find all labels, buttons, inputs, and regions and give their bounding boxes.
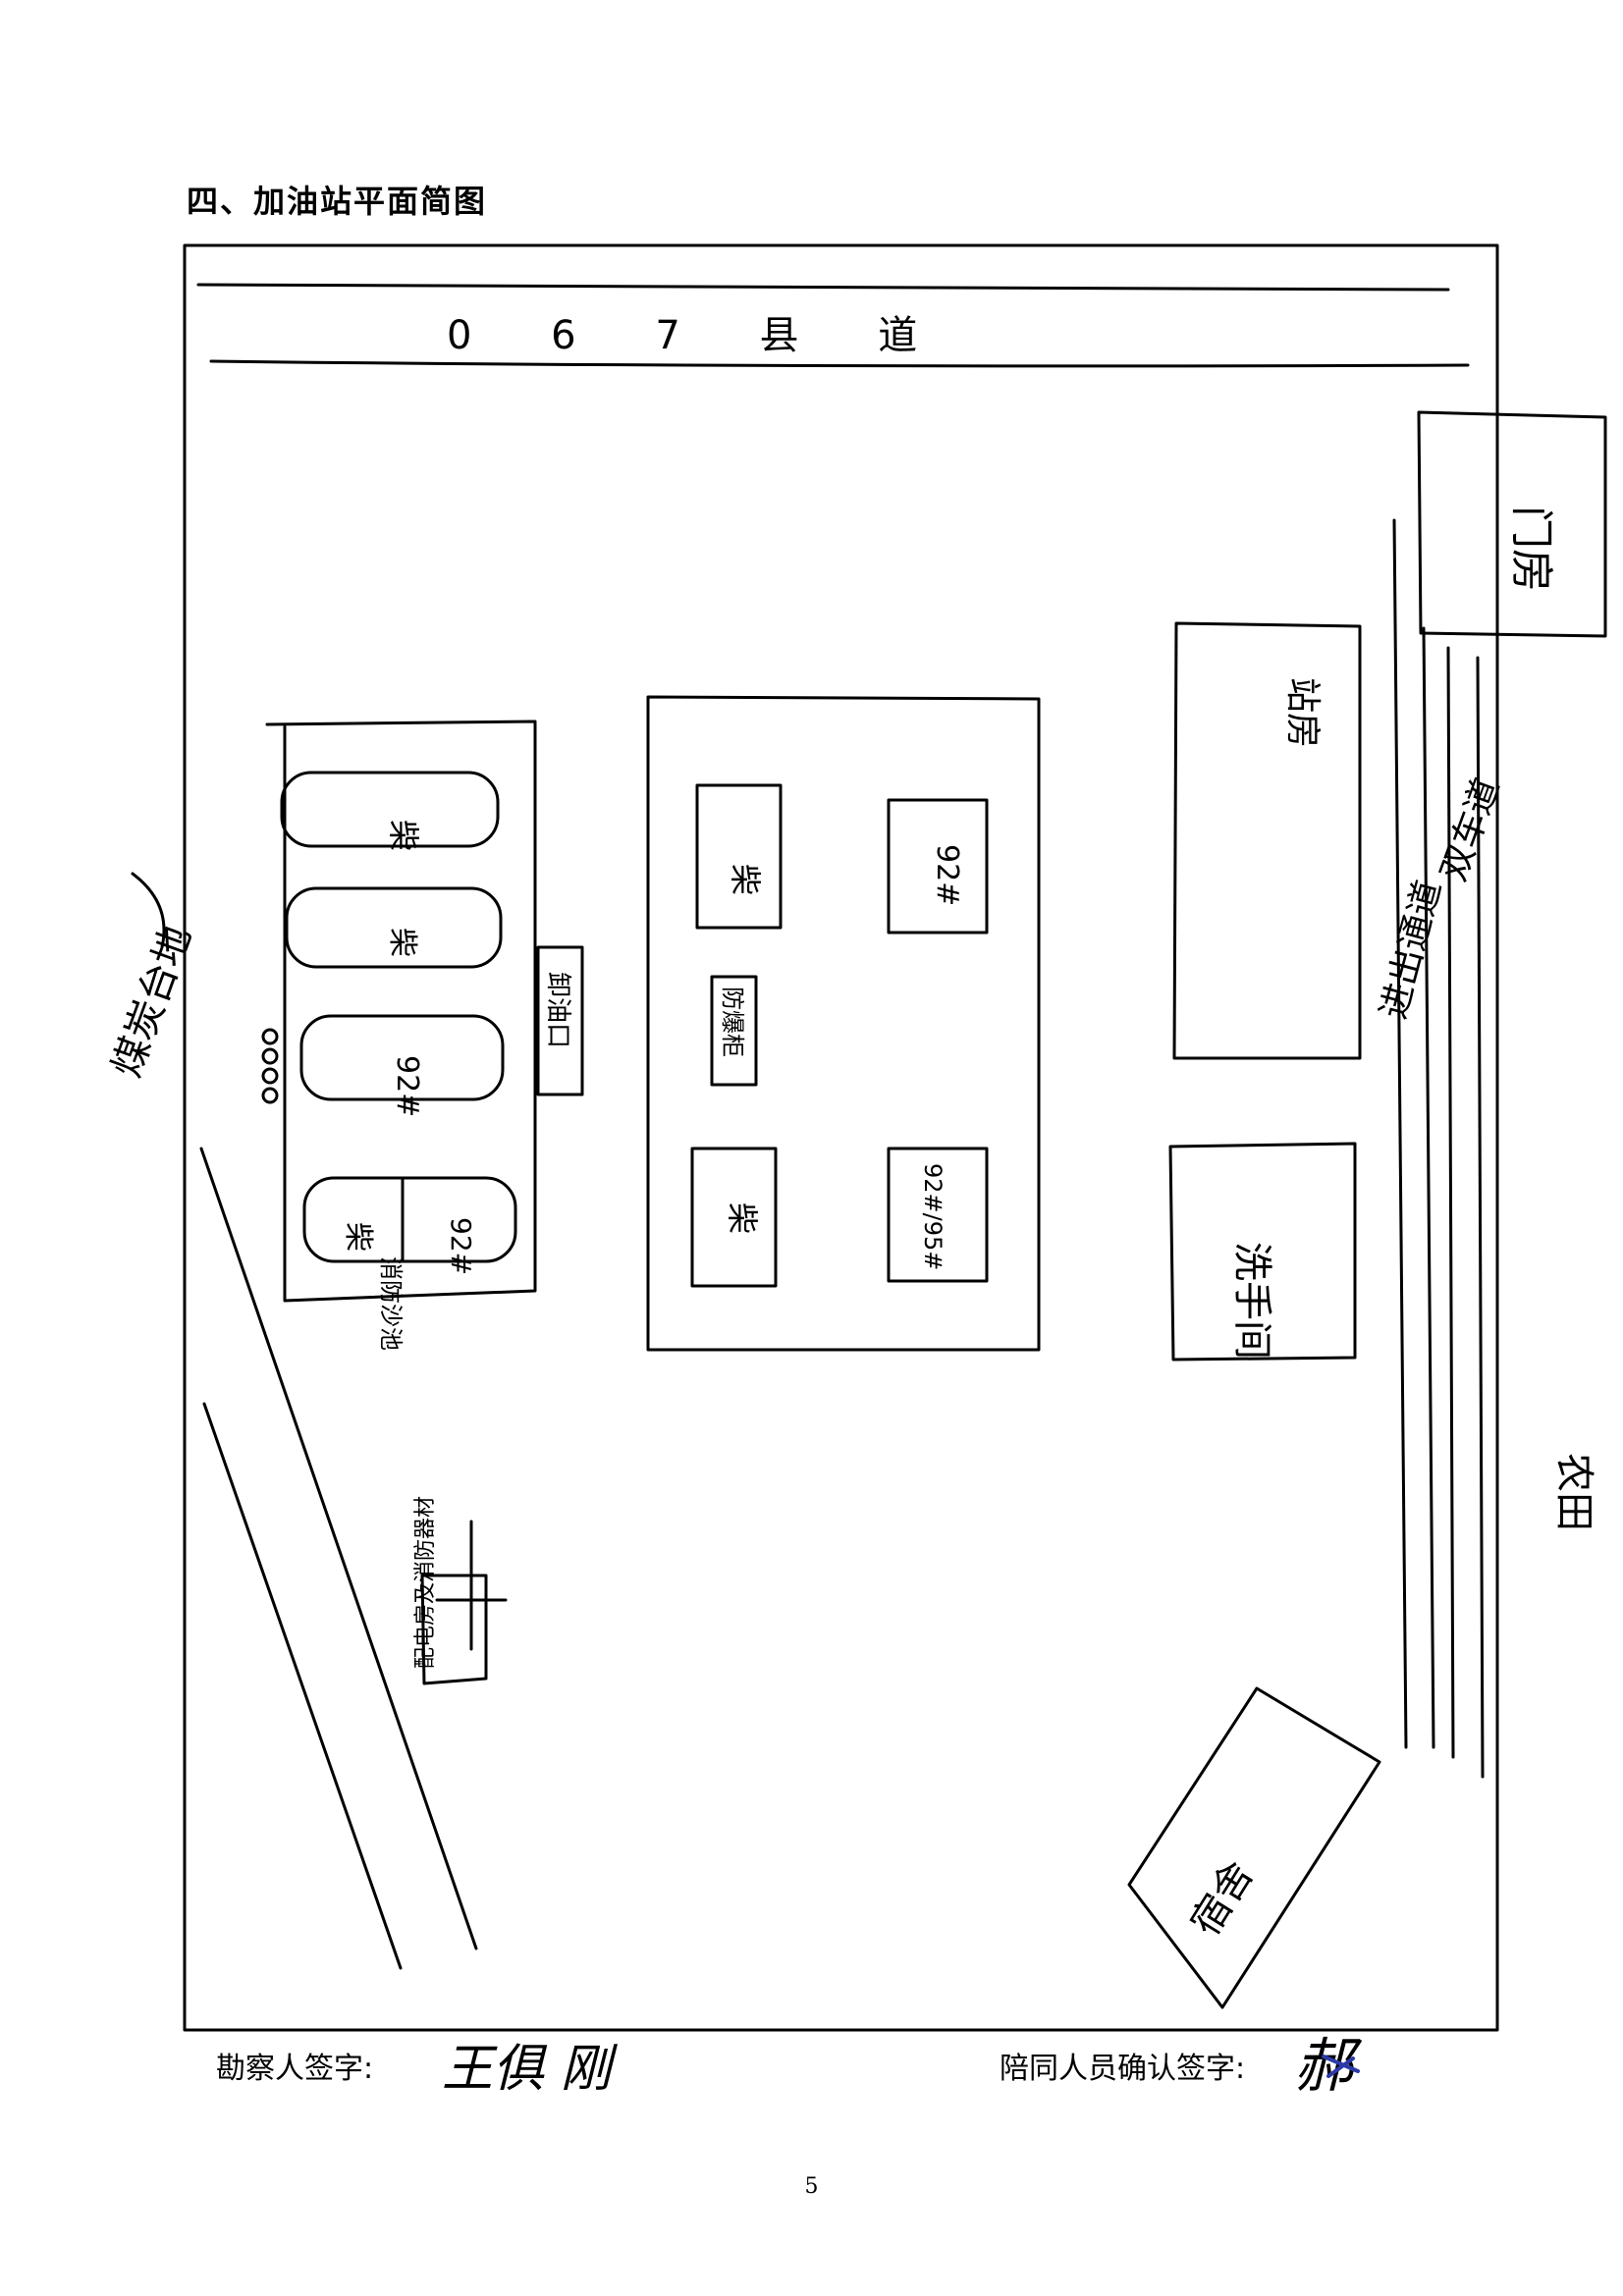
pump-2-label: 92# <box>930 844 964 906</box>
marker-circle <box>263 1030 277 1043</box>
pump-1-label: 柴 <box>727 864 764 895</box>
oil-discharge-box <box>538 947 582 1095</box>
road-label: 0 6 7 县 道 <box>447 313 950 358</box>
plan-frame <box>185 245 1497 2030</box>
pump-2 <box>889 800 987 933</box>
tank-4-label-b: 92# <box>445 1217 477 1275</box>
inspector-signature-label: 勘察人签字: <box>216 2052 374 2086</box>
sign-box-mark <box>437 1522 506 1649</box>
dormitory-label: 宿舍 <box>1182 1853 1262 1944</box>
corridor-line-2 <box>1424 628 1434 1747</box>
fire-sand-label: 消防沙池 <box>377 1256 405 1351</box>
corridor-line-1 <box>1394 520 1406 1747</box>
marker-circle <box>263 1089 277 1102</box>
restroom-label: 洗手间 <box>1229 1242 1274 1360</box>
restroom-building <box>1170 1144 1355 1360</box>
sign-label: 配电房及消防器材 <box>413 1496 438 1669</box>
sign-box <box>422 1575 486 1683</box>
oil-discharge-label: 卸油口 <box>543 972 572 1048</box>
tank-3 <box>301 1016 503 1099</box>
pump-1 <box>697 785 781 928</box>
farmland-label: 农田 <box>1551 1453 1596 1531</box>
dormitory-building <box>1129 1688 1380 2007</box>
inspector-signature: 王俱 刚 <box>442 2040 619 2099</box>
tank-1-label: 柴 <box>385 820 422 851</box>
pump-5 <box>889 1148 987 1281</box>
tank-2 <box>287 888 501 967</box>
tank-area-border <box>267 721 535 1301</box>
inspector-signature-text: 王俱 刚 <box>442 2040 619 2099</box>
diagonal-line-2 <box>204 1404 401 1968</box>
accompany-signature-label: 陪同人员确认签字: <box>1000 2052 1246 2086</box>
pump-island-border <box>648 697 1039 1350</box>
pump-4 <box>692 1148 776 1286</box>
tank-2-label: 柴 <box>385 928 419 957</box>
tank-4 <box>304 1178 515 1261</box>
accompany-signature: 郝 <box>1294 2032 1363 2101</box>
station-building <box>1174 623 1360 1058</box>
pump-3-label: 防爆柜 <box>719 987 746 1057</box>
pump-5-label: 92#/95# <box>919 1163 947 1270</box>
gatehouse-label: 门房 <box>1506 506 1556 592</box>
accompany-signature-text: 郝 <box>1294 2032 1363 2101</box>
pump-4-label: 柴 <box>724 1202 761 1234</box>
marker-circle <box>263 1049 277 1063</box>
blue-stamp-mark <box>1322 2055 1360 2078</box>
page-number: 5 <box>804 2174 819 2199</box>
tank-3-label: 92# <box>390 1055 424 1117</box>
road-line-upper <box>198 285 1448 290</box>
corridor-line-3 <box>1448 648 1453 1757</box>
tank-4-label-a: 柴 <box>341 1222 375 1252</box>
pump-3 <box>712 977 756 1085</box>
gatehouse-box <box>1419 412 1605 636</box>
station-building-label: 站房 <box>1282 677 1323 748</box>
left-label-underline <box>133 874 164 947</box>
tank-1 <box>282 773 498 846</box>
diagonal-line-1 <box>201 1148 476 1949</box>
corridor-label: 进出通道 <box>1374 877 1449 1024</box>
section-title: 四、加油站平面简图 <box>187 183 488 220</box>
corridor-line-4 <box>1478 658 1483 1777</box>
road-line-lower <box>211 361 1468 366</box>
marker-circle <box>263 1069 277 1083</box>
